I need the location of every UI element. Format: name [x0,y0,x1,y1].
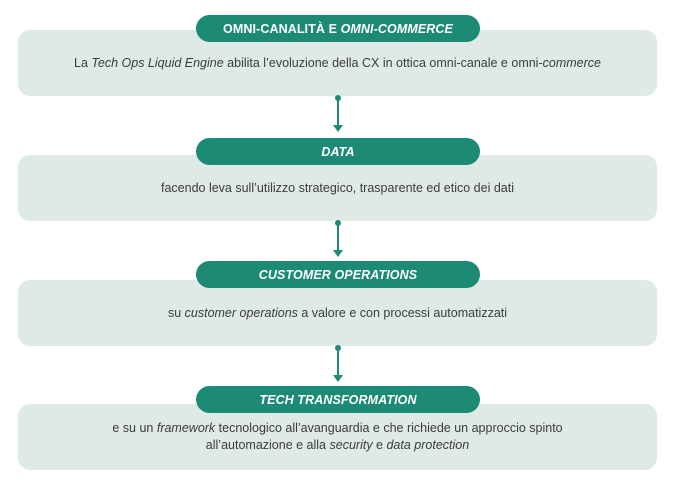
connector-line [337,98,339,126]
desc-text: e [372,438,387,452]
desc-italic: framework [156,421,216,435]
desc-italic: commerce [542,55,601,70]
title-italic: OMNI-COMMERCE [340,21,453,36]
connector-line [337,348,339,376]
stage-desc-customer-ops: su customer operations a valore e con pr… [138,305,537,322]
stage-desc-omni: La Tech Ops Liquid Engine abilita l’evol… [44,55,631,72]
title-text: OMNI-CANALITÀ E [223,21,341,36]
desc-italic: data protection [386,438,470,452]
desc-text: all’automazione e alla [205,438,330,452]
stage-box-data: facendo leva sull’utilizzo strategico, t… [18,155,657,221]
connector-arrow-icon [333,125,343,132]
stage-desc-data: facendo leva sull’utilizzo strategico, t… [161,180,514,195]
desc-text: a valore e con processi automatizzati [297,305,508,320]
desc-text: La [74,55,92,70]
stage-title-omni: OMNI-CANALITÀ E OMNI-COMMERCE [196,15,480,42]
desc-text: tecnologico all’avanguardia e che richie… [215,421,563,435]
connector-arrow-icon [333,375,343,382]
desc-text: su [167,305,185,320]
stage-box-customer-ops: su customer operations a valore e con pr… [18,280,657,346]
stage-title-customer-ops: CUSTOMER OPERATIONS [196,261,480,288]
desc-italic: Tech Ops Liquid Engine [91,55,224,70]
stage-desc-tech: e su un framework tecnologico all’avangu… [82,420,592,454]
desc-text: e su un [112,421,157,435]
desc-italic: customer operations [184,305,298,320]
stage-title-tech: TECH TRANSFORMATION [196,386,480,413]
stage-title-data: DATA [196,138,480,165]
connector-line [337,223,339,251]
connector-arrow-icon [333,250,343,257]
stage-box-tech: e su un framework tecnologico all’avangu… [18,404,657,470]
desc-italic: security [329,438,373,452]
desc-text: abilita l’evoluzione della CX in ottica … [223,55,543,70]
